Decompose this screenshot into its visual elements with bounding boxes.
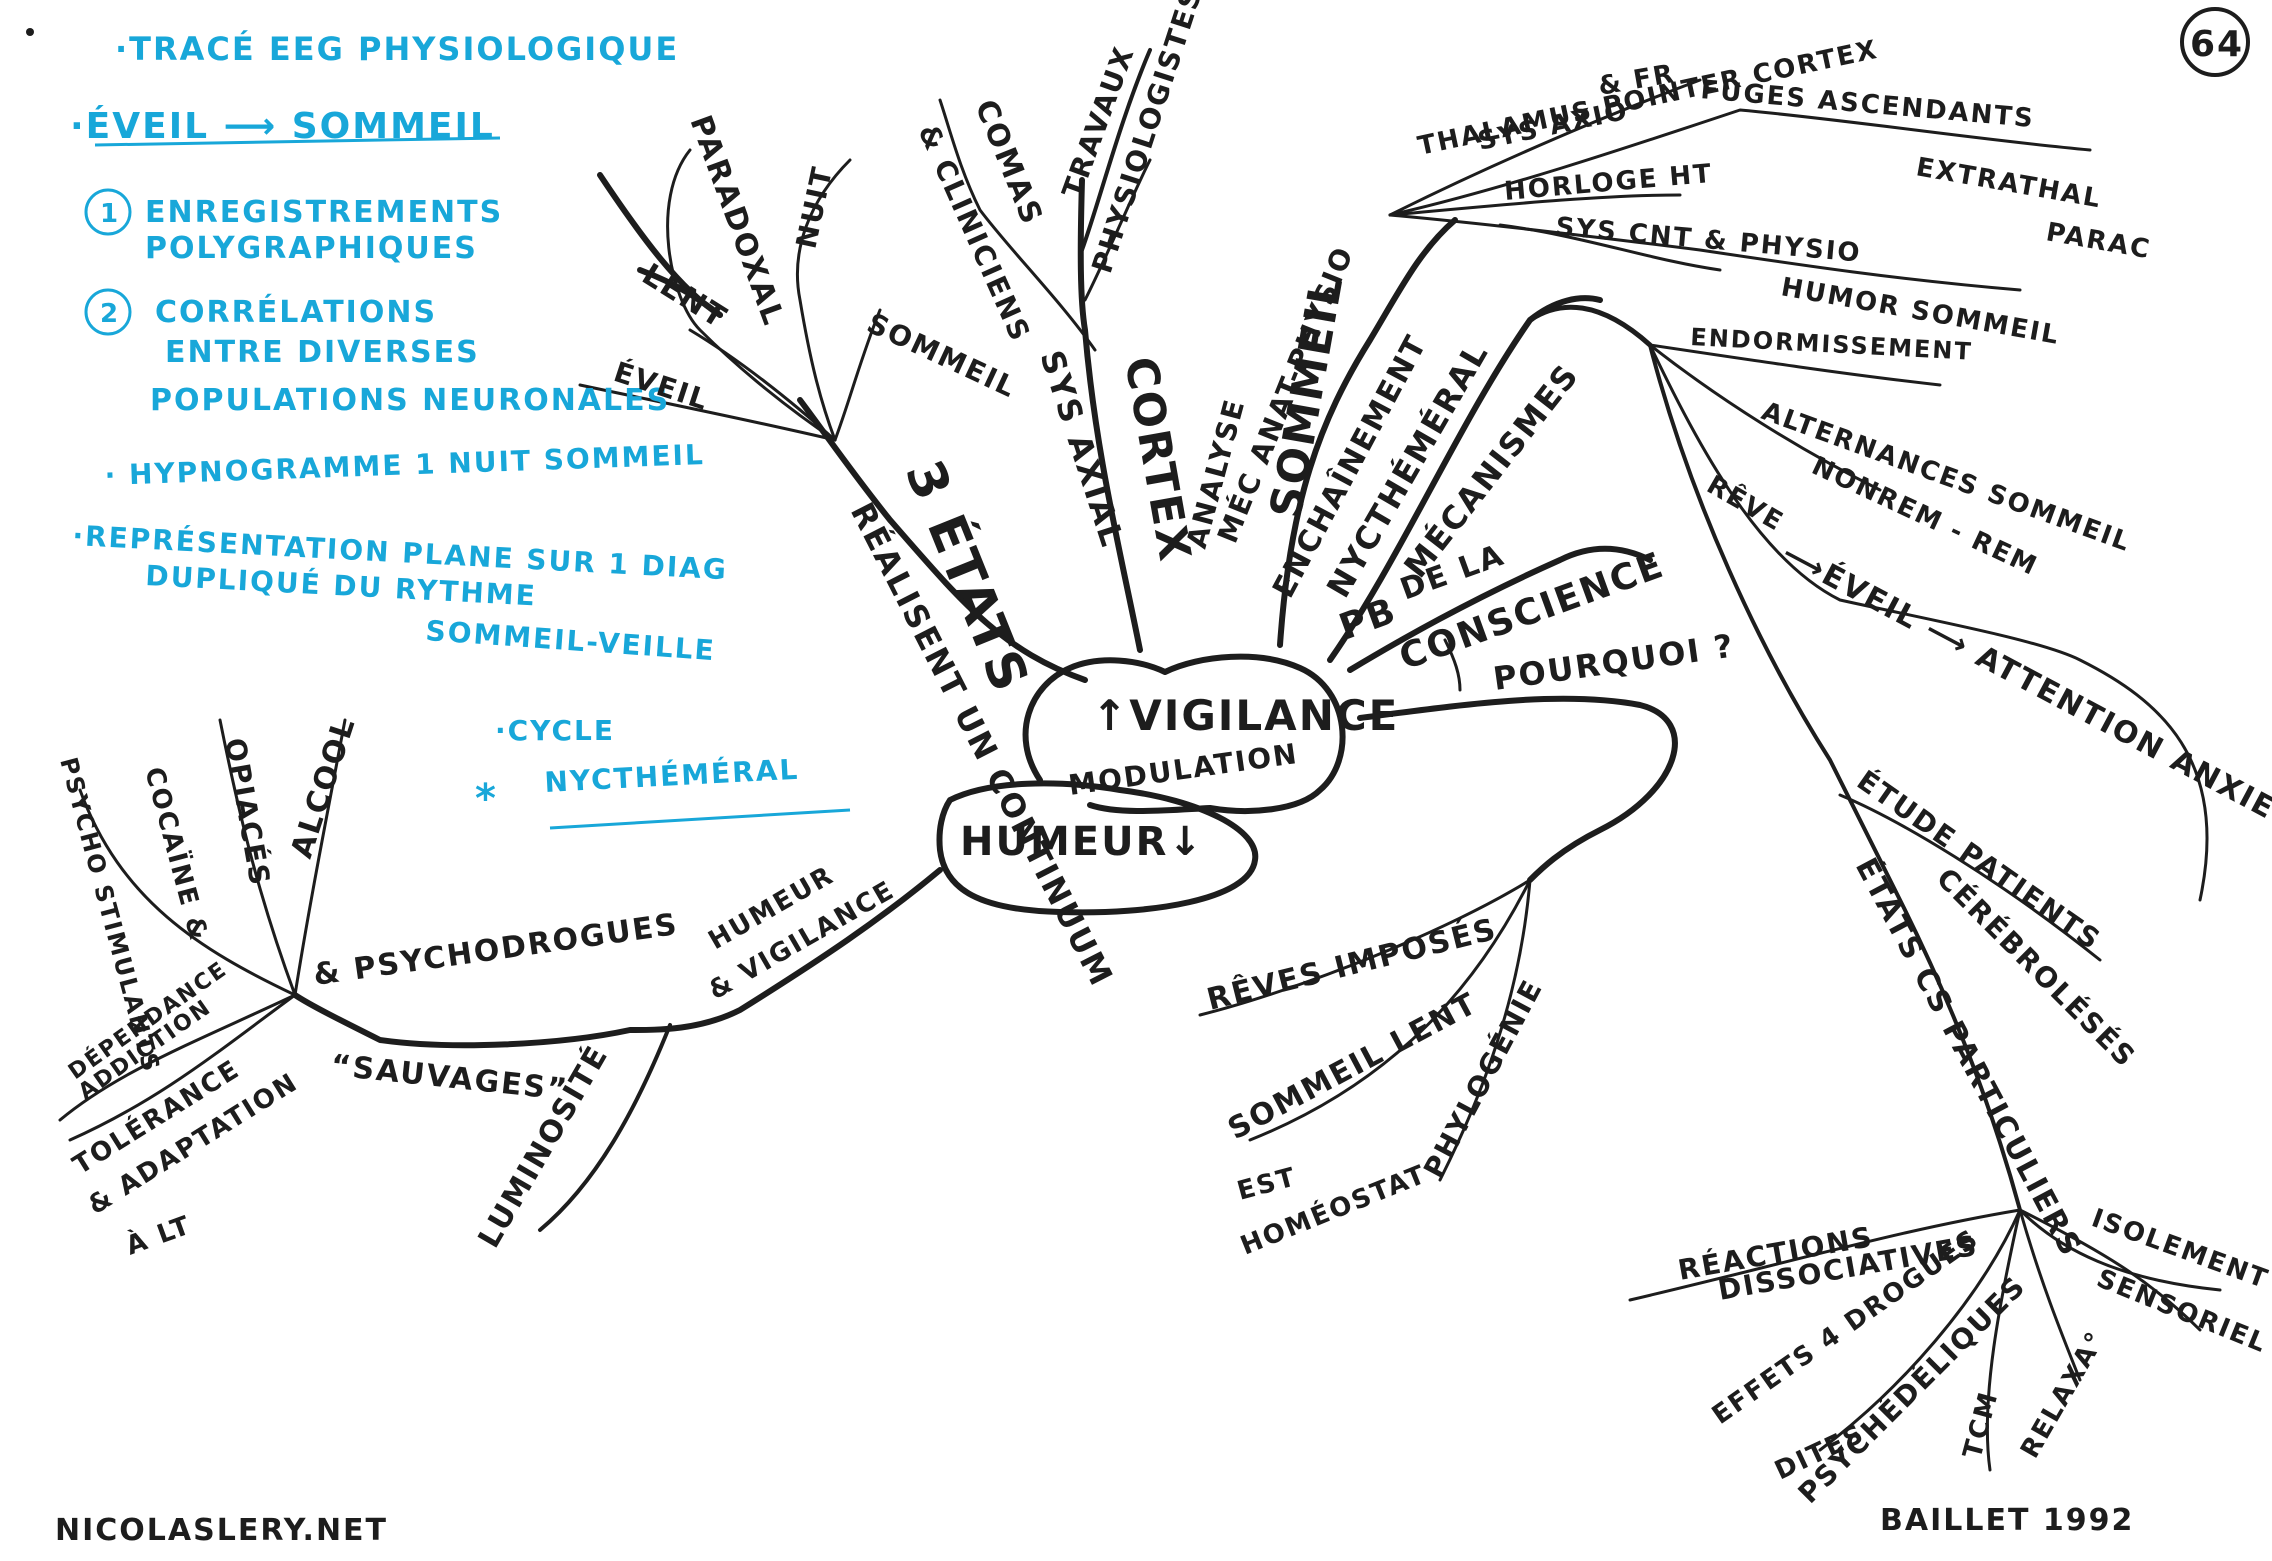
humeur-cloud bbox=[936, 780, 1259, 916]
note-2-number: 2 bbox=[100, 299, 120, 329]
nycth-eveil-attention: ⟶ÉVEIL ⟶ ATTENTION ANXIEUSE bbox=[1776, 535, 2272, 861]
note-2-a: CORRÉLATIONS bbox=[155, 294, 437, 330]
center-humeur: HUMEUR↓ bbox=[960, 819, 1204, 865]
center-node: ↑VIGILANCE MODULATION HUMEUR↓ bbox=[936, 653, 1399, 916]
note-1-circle bbox=[84, 188, 132, 236]
humeur-psychodrogues: & PSYCHODROGUES bbox=[311, 907, 680, 993]
humeur-alt: À LT bbox=[121, 1209, 195, 1262]
vigilance-cloud bbox=[1022, 653, 1346, 814]
conscience-est: EST bbox=[1234, 1162, 1300, 1207]
dot-mark bbox=[26, 28, 34, 36]
nycth-endormissement: ENDORMISSEMENT bbox=[1690, 323, 1974, 366]
center-modulation: MODULATION bbox=[1066, 737, 1300, 802]
humeur-cocaine: COCAÏNE & bbox=[138, 764, 215, 945]
trunk-nycth-top bbox=[1527, 304, 1653, 348]
note-trace: ·TRACÉ EEG PHYSIOLOGIQUE bbox=[115, 30, 679, 68]
sommeil-horloge: HORLOGE HT bbox=[1503, 159, 1714, 207]
trunk-nycth bbox=[1327, 295, 1603, 663]
trunk-pourquoi bbox=[1357, 695, 1678, 883]
nycth-tcm: TCM bbox=[1958, 1388, 2005, 1462]
nycth-relaxa: RELAXA° bbox=[2015, 1326, 2112, 1464]
note-2-c: POPULATIONS NEURONALES bbox=[150, 383, 670, 418]
branch-nycthemeral: ENCHAÎNEMENT NYCTHÉMÉRAL MÉCANISMES ENDO… bbox=[1265, 323, 2272, 1510]
humeur-opiaces: OPIACÉS bbox=[218, 735, 278, 889]
note-2-circle bbox=[84, 288, 132, 336]
note-1-number: 1 bbox=[100, 199, 120, 229]
footer-site: NICOLASLERY.NET bbox=[55, 1513, 388, 1548]
sommeil-parac: PARAC bbox=[2044, 217, 2154, 265]
note-hypnogramme: · HYPNOGRAMME 1 NUIT SOMMEIL bbox=[104, 438, 705, 492]
footer-author: BAILLET 1992 bbox=[1880, 1503, 2134, 1538]
humeur-alcool: ALCOOL bbox=[284, 712, 363, 862]
page-number: 64 bbox=[2190, 24, 2244, 65]
trunk-conscience bbox=[1347, 545, 1653, 673]
trunk-sommeil bbox=[1277, 217, 1458, 648]
etats-lent: LENT bbox=[636, 257, 734, 336]
note-2-b: ENTRE DIVERSES bbox=[165, 335, 480, 370]
nycth-reve: RÊVE bbox=[1702, 468, 1790, 538]
note-1-b: POLYGRAPHIQUES bbox=[145, 231, 478, 266]
etats-nuit: NUIT bbox=[790, 163, 840, 252]
nycth-psychedeliques: PSYCHÉDÉLIQUES bbox=[1791, 1268, 2033, 1510]
trunk-humeur bbox=[292, 867, 943, 1049]
underline-eveil bbox=[94, 136, 501, 147]
note-1-a: ENREGISTREMENTS bbox=[145, 195, 503, 230]
note-representation-c: SOMMEIL-VEILLE bbox=[425, 614, 717, 667]
page-number-circle bbox=[2180, 7, 2250, 77]
sommeil-sys-cnt: SYS CNT & PHYSIO bbox=[1554, 212, 1862, 269]
branch-lines bbox=[58, 48, 2222, 1472]
trunk-cortex bbox=[1077, 177, 1143, 653]
branch-conscience: PB DE LA CONSCIENCE POURQUOI ? RÊVES IMP… bbox=[1203, 538, 1737, 1262]
note-nycthemeral: NYCTHÉMÉRAL bbox=[544, 752, 800, 799]
underline-nycthemeral bbox=[549, 808, 851, 830]
conscience-pourquoi: POURQUOI ? bbox=[1491, 626, 1737, 697]
center-vigilance: ↑VIGILANCE bbox=[1092, 691, 1399, 740]
humeur-sauvages: “SAUVAGES” bbox=[329, 1048, 570, 1108]
page-number-badge: 64 bbox=[2180, 7, 2250, 77]
note-star-icon: * bbox=[475, 776, 498, 822]
note-cycle: ·CYCLE bbox=[495, 714, 615, 747]
trunk-etats bbox=[797, 397, 1088, 683]
sommeil-extrathal: EXTRATHAL bbox=[1914, 152, 2104, 214]
